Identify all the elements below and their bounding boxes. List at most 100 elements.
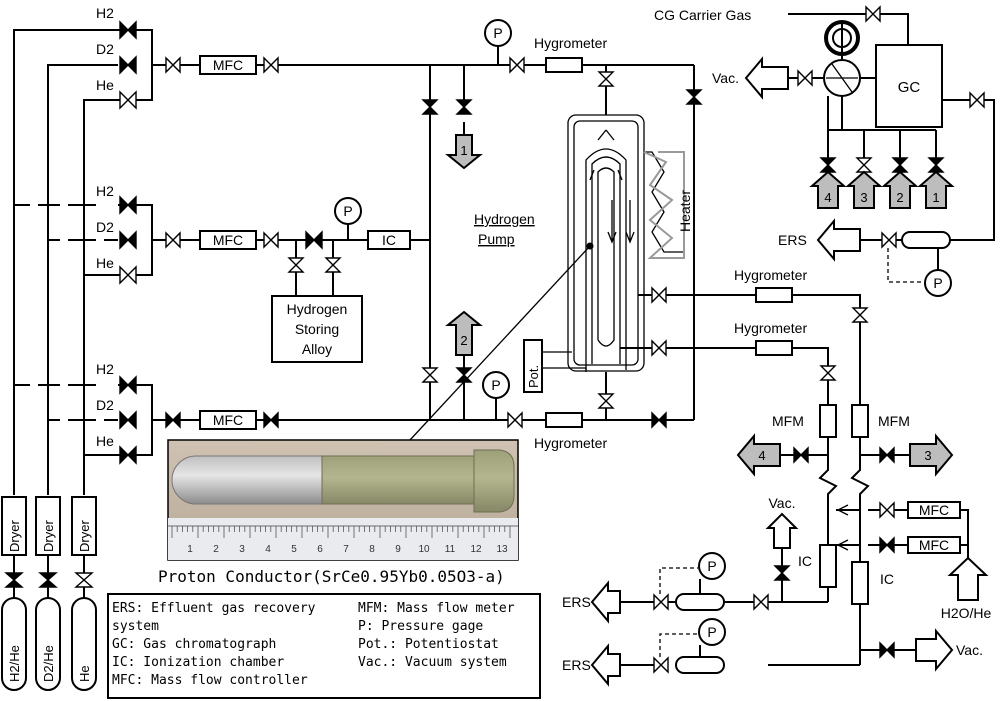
pressure-gauge-mid: [334, 197, 362, 225]
port-arrow-4-right: [736, 433, 781, 477]
ruler-label: 9: [395, 544, 401, 555]
vac-mid-label: Vac.: [769, 495, 796, 511]
valve-right-1[interactable]: [851, 307, 869, 323]
valve-ers-2[interactable]: [653, 656, 669, 674]
manifold: 1 2 P Hygrometer: [421, 19, 703, 420]
pressure-gauge-ers-2-label: P: [707, 624, 716, 640]
valve-carrier[interactable]: [865, 5, 881, 23]
valve-vac-mid[interactable]: [773, 565, 791, 581]
valve-port-1-gc[interactable]: [927, 157, 945, 173]
valve-manifold-a[interactable]: [421, 99, 439, 115]
vac-arrow-bottom: [915, 628, 954, 672]
valve-outlet-bot[interactable]: [651, 411, 667, 429]
legend-mfc: MFC: Mass flow controller: [112, 673, 308, 688]
port-label-1-gc: 1: [932, 190, 939, 205]
ic-right-1-label: IC: [798, 553, 812, 569]
ruler-label: 5: [291, 544, 297, 555]
vac-bottom-label: Vac.: [956, 642, 983, 658]
ruler-label: 11: [445, 544, 456, 555]
pressure-gauge-ers-1-label: P: [707, 558, 716, 574]
cylinder-valve-3[interactable]: [74, 572, 94, 588]
gas-group-top: H2 D2 He MFC: [96, 5, 510, 110]
valve-manifold-d[interactable]: [455, 367, 473, 383]
valve-port-4[interactable]: [793, 446, 809, 464]
legend-pot: Pot.: Potentiostat: [358, 637, 499, 652]
valve-hyg-top[interactable]: [509, 56, 525, 74]
pump-label-2: Pump: [478, 231, 515, 247]
valve-mfc-out-bot[interactable]: [263, 411, 279, 429]
valve-he-mid[interactable]: [119, 265, 137, 285]
valve-port-2-gc[interactable]: [891, 157, 909, 173]
port-arrow-2-gc: [881, 170, 919, 209]
cylinder-valve-2[interactable]: [38, 572, 58, 588]
gc-label: GC: [898, 79, 921, 96]
valve-manifold-e[interactable]: [685, 89, 703, 105]
legend-mfm: MFM: Mass flow meter: [358, 601, 515, 616]
valve-vac-bottom[interactable]: [879, 641, 895, 659]
label-d2-mid: D2: [96, 219, 114, 235]
alloy-label-3: Alloy: [302, 341, 332, 357]
ers-gc-label: ERS: [778, 232, 807, 248]
valve-he-top[interactable]: [119, 90, 137, 110]
pressure-gauge-top: [484, 19, 512, 47]
valve-port-3[interactable]: [879, 446, 895, 464]
mfc-label-top: MFC: [213, 57, 243, 73]
valve-mfc-h2o-2[interactable]: [879, 536, 895, 554]
potentiostat: [523, 339, 543, 393]
valve-ers-1[interactable]: [753, 593, 769, 611]
port-label-3-right: 3: [924, 448, 931, 463]
hygrometer-bot: [545, 412, 583, 428]
mfc-label-bot: MFC: [213, 412, 243, 428]
label-d2-top: D2: [96, 41, 114, 57]
pressure-gauge-top-label: P: [493, 25, 502, 41]
port-label-2-mid: 2: [460, 333, 467, 348]
port-arrow-3-gc: [845, 170, 883, 209]
valve-he-bot[interactable]: [119, 445, 137, 465]
valve-gc-vac[interactable]: [797, 69, 813, 87]
label-h2-mid: H2: [96, 183, 114, 199]
valve-gc-out[interactable]: [969, 91, 985, 109]
valve-ers-1b[interactable]: [653, 593, 669, 611]
pressure-gauge-bot-label: P: [491, 377, 500, 393]
valve-mfc-in-mid[interactable]: [165, 231, 181, 249]
legend-p: P: Pressure gage: [358, 619, 483, 634]
pressure-gauge-ers-2: [698, 618, 726, 646]
label-he-bot: He: [96, 433, 114, 449]
valve-mfc-out-top[interactable]: [263, 56, 279, 74]
vac-arrow-gc: [744, 56, 789, 100]
valve-ers-gc[interactable]: [881, 231, 897, 249]
cylinder-valve-1[interactable]: [4, 572, 24, 588]
valve-alloy-1[interactable]: [287, 257, 305, 273]
valve-port-3-gc[interactable]: [855, 157, 873, 173]
valve-manifold-b[interactable]: [455, 99, 473, 115]
valve-pump-outlet[interactable]: [597, 393, 615, 409]
separator-ers-gc: [901, 231, 951, 249]
valve-d2-top[interactable]: [119, 55, 137, 75]
valve-alloy-2[interactable]: [324, 257, 342, 273]
valve-outlet-2[interactable]: [651, 339, 667, 357]
valve-mfc-out-mid[interactable]: [263, 231, 279, 249]
valve-mfc-h2o-1[interactable]: [879, 501, 895, 519]
valve-d2-mid[interactable]: [119, 230, 137, 250]
valve-outlet-1[interactable]: [651, 286, 667, 304]
valve-h2-top[interactable]: [119, 20, 137, 40]
vac-arrow-mid: [765, 512, 799, 549]
valve-mfc-in-bot[interactable]: [165, 411, 181, 429]
h2o-he-label: H2O/He: [941, 605, 992, 621]
valve-mfc-in-top[interactable]: [165, 56, 181, 74]
valve-alloy-main[interactable]: [305, 230, 323, 250]
valve-h2-mid[interactable]: [119, 195, 137, 215]
valve-hyg-bot[interactable]: [507, 411, 523, 429]
pressure-gauge-ers-gc-label: P: [933, 275, 942, 291]
valve-port-4-gc[interactable]: [819, 157, 837, 173]
valve-d2-bot[interactable]: [119, 410, 137, 430]
gas-group-bottom: H2 D2 He MFC Hygrometer P: [96, 361, 694, 465]
mfc-h2o-2-label: MFC: [919, 537, 949, 553]
valve-right-2[interactable]: [819, 365, 837, 381]
valve-h2-bot[interactable]: [119, 375, 137, 395]
label-he-top: He: [96, 77, 114, 93]
valve-pump-inlet[interactable]: [597, 71, 615, 87]
valve-manifold-c[interactable]: [421, 367, 439, 383]
carrier-gas-label: CG Carrier Gas: [654, 7, 751, 23]
